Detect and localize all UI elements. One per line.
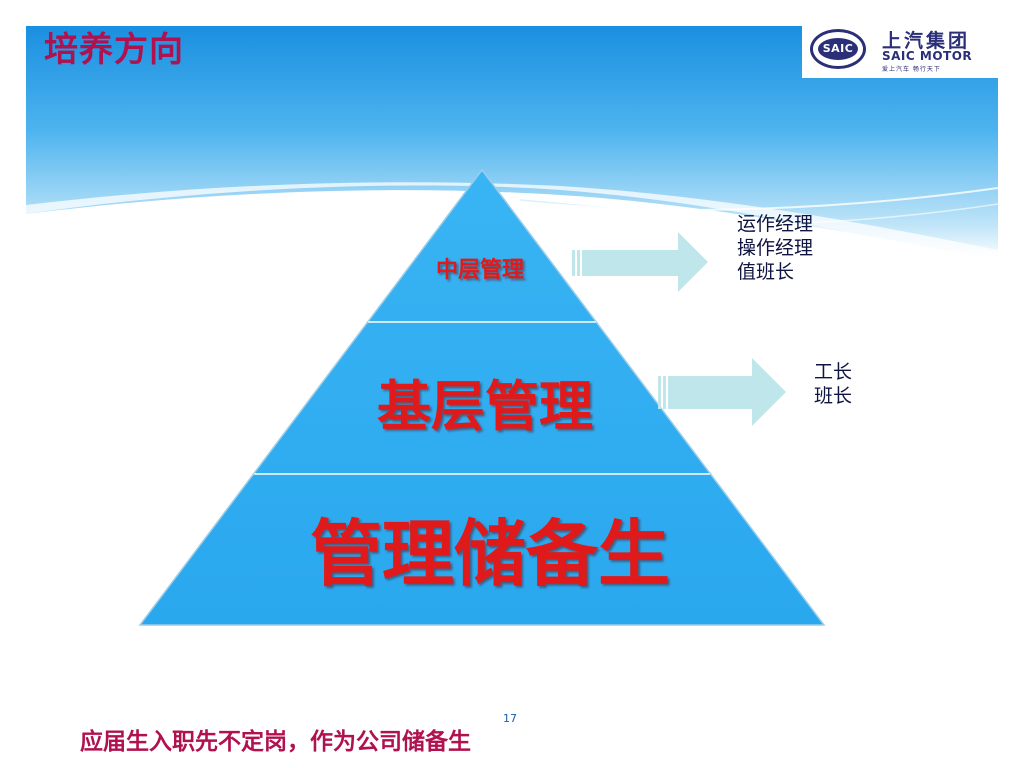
saic-logo-icon: SAIC 上汽集团 SAIC MOTOR 爱上汽车 畅行天下 <box>802 22 998 78</box>
pyramid-level-basic-management: 基层管理 <box>377 375 593 438</box>
role-item: 值班长 <box>737 261 795 283</box>
basic-management-roles: 工长 班长 <box>814 360 852 408</box>
logo-name-en: SAIC MOTOR <box>882 49 973 63</box>
role-item: 班长 <box>814 385 853 407</box>
role-item: 运作经理 <box>737 213 814 235</box>
sky-band <box>26 26 998 260</box>
logo-name-cn: 上汽集团 <box>882 30 971 52</box>
middle-management-roles: 运作经理 操作经理 值班长 <box>737 212 813 284</box>
pyramid-level-management-trainee: 管理储备生 <box>309 512 670 596</box>
page-number: 17 <box>503 712 517 725</box>
wave-line-1 <box>26 182 998 262</box>
right-arrow-icon <box>658 358 786 426</box>
slide-title: 培养方向 <box>44 30 184 70</box>
logo-emblem-text: SAIC <box>818 38 858 60</box>
footer-note: 应届生入职先不定岗，作为公司储备生 <box>80 729 471 755</box>
pyramid-shape <box>138 168 826 626</box>
right-arrow-icon <box>572 232 708 292</box>
role-item: 操作经理 <box>737 237 814 259</box>
logo-emblem: SAIC <box>810 29 866 69</box>
logo-slogan: 爱上汽车 畅行天下 <box>882 66 941 73</box>
role-item: 工长 <box>814 361 853 383</box>
pyramid-level-middle-management: 中层管理 <box>435 258 524 283</box>
